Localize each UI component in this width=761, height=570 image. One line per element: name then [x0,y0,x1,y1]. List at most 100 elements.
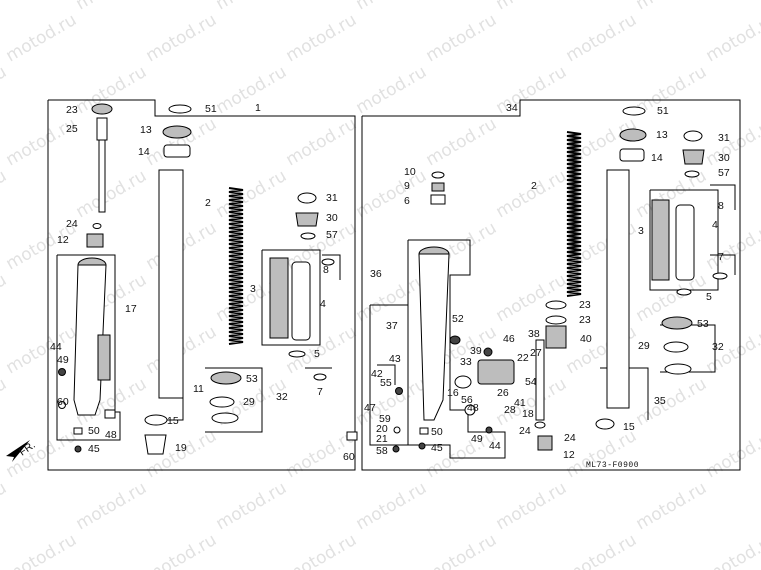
part-55-screw [395,387,403,395]
part-53-seal-right [661,316,693,330]
watermark-text: motod.ru [563,530,641,570]
part-19-piece [144,434,167,455]
watermark-text: motod.ru [0,374,10,430]
part-callout-right: 40 [580,333,592,345]
part-48-bolt [104,409,116,419]
part-57-ring-left [300,232,316,240]
part-callout-left: 60 [57,396,69,408]
part-callout-right: 54 [525,376,537,388]
part-callout-left: 23 [66,104,78,116]
part-53-seal-left [210,371,242,385]
part-callout-right: 56 [461,394,473,406]
part-callout-left: 11 [193,383,204,395]
part-13-seal-left [162,125,192,139]
part-5-washer-right [676,288,692,296]
part-callout-right: 51 [657,105,669,117]
part-callout-left: 24 [66,218,78,230]
part-callout-right: 10 [404,166,416,178]
left-lower-leg-frame [56,254,121,441]
part-callout-right: 53 [697,318,709,330]
part-23-ring-a [545,300,567,310]
part-callout-right: 57 [718,167,730,179]
assembly-number-left: 1 [255,102,261,114]
part-8-piece-left [321,258,335,266]
part-32-seal-right [664,363,692,375]
part-49-bolt-right [485,426,493,434]
watermark-text: motod.ru [143,114,221,170]
watermark-text: motod.ru [73,166,151,222]
part-callout-left: 32 [276,391,288,403]
watermark-text: motod.ru [213,62,291,118]
part-callout-right: 3 [638,225,644,237]
watermark-text: motod.ru [0,62,10,118]
left-group-32-frame [205,367,263,433]
part-callout-right: 42 [371,368,383,380]
watermark-text: motod.ru [213,0,291,14]
part-17-caliper-mount [97,334,111,381]
part-callout-right: 44 [489,440,501,452]
watermark-text: motod.ru [703,530,761,570]
part-callout-right: 58 [376,445,388,457]
watermark-text: motod.ru [3,322,81,378]
left-group-3-frame [261,249,321,346]
part-callout-right: 27 [530,347,542,359]
part-callout-right: 16 [447,387,459,399]
part-callout-left: 57 [326,229,338,241]
watermark-text: motod.ru [283,114,361,170]
part-15-collar-right [595,418,615,430]
part-callout-right: 14 [651,152,663,164]
part-7-piece-left [313,373,327,381]
part-45-bolt-right [418,442,426,450]
part-callout-left: 48 [105,429,117,441]
right-group-7-frame [710,254,736,275]
part-callout-right: 22 [517,352,529,364]
part-callout-left: 12 [57,234,69,246]
part-33-seal [454,375,472,389]
part-57-ring-right [684,170,700,178]
part-60-screw-right [346,431,358,441]
part-31-ring-right [683,130,703,142]
part-3-rod-left [269,257,289,339]
part-callout-right: 9 [404,180,410,192]
part-callout-left: 17 [125,303,137,315]
part-29-ring-left [209,396,235,408]
part-callout-right: 20 [376,423,388,435]
part-callout-left: 13 [140,124,152,136]
part-callout-right: 49 [471,433,483,445]
watermark-text: motod.ru [633,478,711,534]
part-11-inner-tube-left [158,169,184,399]
part-50-washer [73,427,83,435]
part-callout-left: 29 [243,396,255,408]
watermark-text: motod.ru [423,530,501,570]
watermark-text: motod.ru [353,62,431,118]
part-callout-right: 30 [718,152,730,164]
watermark-text: motod.ru [0,166,10,222]
watermark-text: motod.ru [703,426,761,482]
part-callout-right: 32 [712,341,724,353]
watermark-text: motod.ru [493,62,571,118]
part-48-bolt-right [464,404,476,416]
right-outer-tube-frame [407,239,506,459]
part-23-ring-b [545,315,567,325]
part-25-rod [98,139,106,213]
part-callout-right: 12 [563,449,575,461]
watermark-text: motod.ru [143,10,221,66]
watermark-text: motod.ru [493,0,571,14]
part-callout-left: 49 [57,354,69,366]
watermark-text: motod.ru [73,0,151,14]
part-60-screw [58,401,66,409]
watermark-text: motod.ru [283,10,361,66]
part-callout-right: 38 [528,328,540,340]
part-callout-right: 37 [386,320,398,332]
part-callout-right: 33 [460,356,472,368]
part-58-bolt [392,445,400,453]
part-51-oring-left [168,104,192,114]
part-callout-right: 23 [579,314,591,326]
part-callout-right: 55 [380,377,392,389]
part-callout-left: 53 [246,373,258,385]
part-3-rod-right [651,199,670,281]
part-36-body [418,253,450,421]
part-callout-right: 8 [718,200,724,212]
part-20-piece [393,426,401,434]
